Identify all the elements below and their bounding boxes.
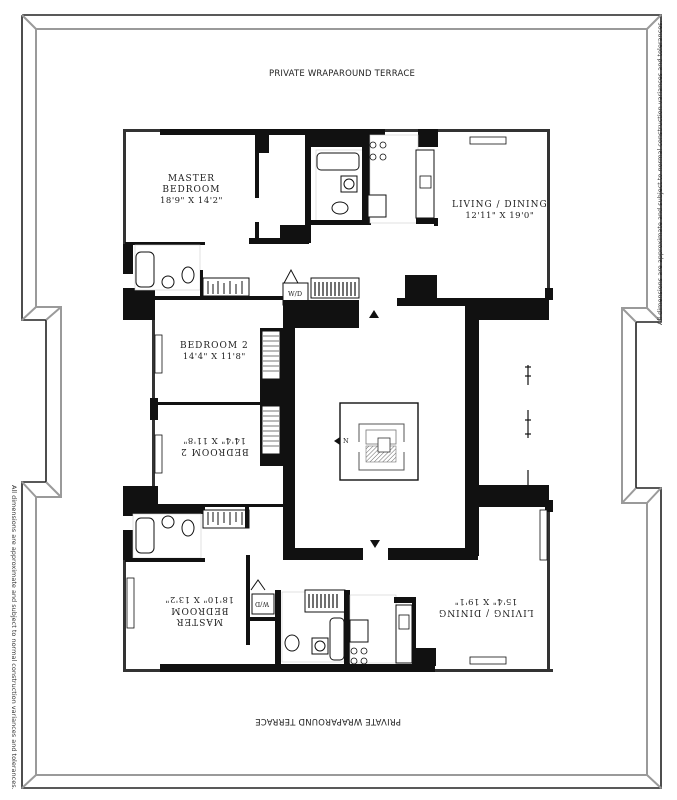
disclaimer-left: All dimensions are approximate and subje… — [10, 485, 18, 790]
room-name: LIVING / DINING — [452, 200, 548, 210]
room-name: BEDROOM 2 — [180, 341, 249, 351]
north-label: N — [343, 437, 349, 445]
disclaimer-right: All dimensions are approximate and subje… — [656, 20, 664, 325]
room-dimensions: 14'4" X 11'8" — [182, 435, 246, 445]
washer-dryer-label-upper: W/D — [288, 290, 303, 298]
north-arrow-icon — [334, 437, 340, 445]
room-dimensions: 18'10" X 13'2" — [165, 594, 234, 604]
washer-dryer-label-lower: W/D — [255, 600, 270, 608]
room-dimensions: 12'11" X 19'0" — [465, 211, 535, 221]
bedroom2-pair — [154, 328, 285, 507]
terrace-outline — [21, 14, 662, 789]
entry-arrow-up-icon — [369, 310, 379, 318]
terrace-label-bottom: PRIVATE WRAPAROUND TERRACE — [255, 716, 402, 726]
room-name-line1: MASTER — [167, 174, 216, 184]
room-label-upper-living: LIVING / DINING 12'11" X 19'0" — [452, 200, 548, 222]
room-name: BEDROOM 2 — [180, 446, 249, 456]
core-corridor — [283, 298, 549, 560]
room-dimensions: 15'4" X 19'1" — [454, 596, 518, 606]
lower-unit — [125, 506, 548, 667]
room-label-lower-living: LIVING / DINING 15'4" X 19'1" — [438, 595, 534, 617]
room-dimensions: 18'9" X 14'2" — [160, 196, 223, 206]
room-label-upper-bedroom2: BEDROOM 2 14'4" X 11'8" — [180, 341, 249, 363]
entry-arrow-down-icon — [370, 540, 380, 548]
room-name-line2: BEDROOM — [170, 605, 229, 615]
room-label-lower-bedroom2: BEDROOM 2 14'4" X 11'8" — [180, 434, 249, 456]
room-name-line1: MASTER — [175, 616, 224, 626]
room-dimensions: 14'4" X 11'8" — [182, 352, 246, 362]
room-name: LIVING / DINING — [438, 607, 534, 617]
room-label-lower-master: MASTER BEDROOM 18'10" X 13'2" — [165, 593, 234, 626]
upper-unit — [125, 134, 547, 328]
room-name-line2: BEDROOM — [162, 185, 221, 195]
room-label-upper-master: MASTER BEDROOM 18'9" X 14'2" — [160, 174, 223, 207]
terrace-label-top: PRIVATE WRAPAROUND TERRACE — [269, 69, 416, 79]
